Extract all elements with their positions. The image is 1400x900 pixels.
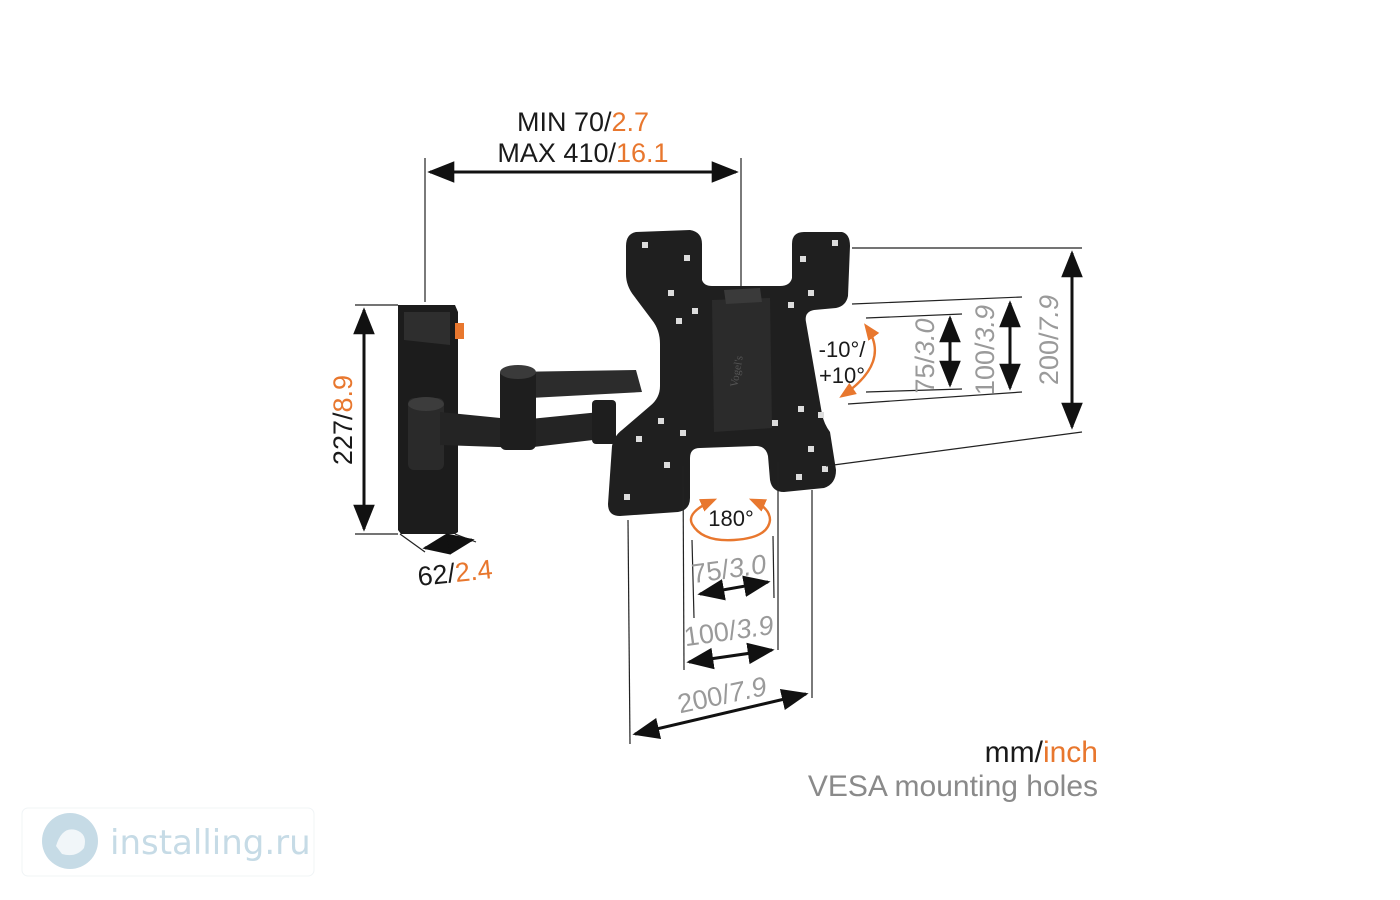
vesa-h-100-label: 100/3.9	[682, 610, 775, 652]
vesa-v-200-label: 200/7.9	[1034, 295, 1064, 385]
arm-upper	[505, 370, 642, 398]
vesa-h-75-arrow	[697, 575, 771, 601]
legend-units: mm/inch	[985, 736, 1098, 769]
vesa-vertical-dimensions: 75/3.0 100/3.9 200/7.9	[825, 247, 1083, 467]
swivel-label: 180°	[708, 506, 754, 531]
arm-hinge-wall	[408, 398, 444, 470]
tv-plate-center-spine	[712, 298, 772, 432]
extension-max-label: MAX 410/16.1	[497, 138, 668, 168]
legend: mm/inch VESA mounting holes	[808, 736, 1098, 803]
wall-plate-depth-dimension: 62/2.4	[399, 533, 494, 592]
tv-mounting-plate: Vogel's	[608, 230, 850, 516]
tilt-label-line1: -10°/	[819, 337, 867, 362]
tilt-indicator: -10°/ +10°	[819, 323, 880, 398]
vesa-v-100-label: 100/3.9	[970, 305, 1000, 395]
brand-mark: Vogel's	[728, 355, 745, 388]
tilt-label-line2: +10°	[819, 363, 865, 388]
vesa-v-75-label: 75/3.0	[910, 318, 940, 393]
swivel-arrow-icon	[689, 498, 772, 542]
swivel-indicator: 180°	[689, 498, 772, 542]
watermark-text: installing.ru	[110, 823, 311, 863]
vesa-h-200-arrow	[632, 689, 809, 739]
wall-plate-height-dimension: 227/8.9	[328, 304, 398, 535]
swivel-arms	[440, 365, 642, 450]
arm-hinge-middle	[500, 368, 536, 450]
vesa-holes	[624, 240, 838, 500]
vesa-h-200-label: 200/7.9	[675, 671, 769, 719]
plate-depth-arrow	[422, 533, 475, 555]
plate-height-label: 227/8.9	[328, 375, 358, 465]
plate-depth-label: 62/2.4	[416, 554, 494, 592]
wall-plate	[398, 305, 464, 534]
legend-vesa: VESA mounting holes	[808, 770, 1098, 803]
wall-plate-orange-clip	[455, 323, 464, 339]
wall-plate-highlight	[404, 312, 450, 345]
tilt-arrow-icon	[839, 323, 880, 398]
plate-depth-left-line	[399, 533, 426, 553]
extension-min-label: MIN 70/2.7	[517, 107, 649, 137]
vesa-h-100-arrow	[686, 642, 775, 670]
watermark: installing.ru	[21, 807, 315, 877]
extension-dimension: MIN 70/2.7 MAX 410/16.1	[424, 107, 742, 302]
